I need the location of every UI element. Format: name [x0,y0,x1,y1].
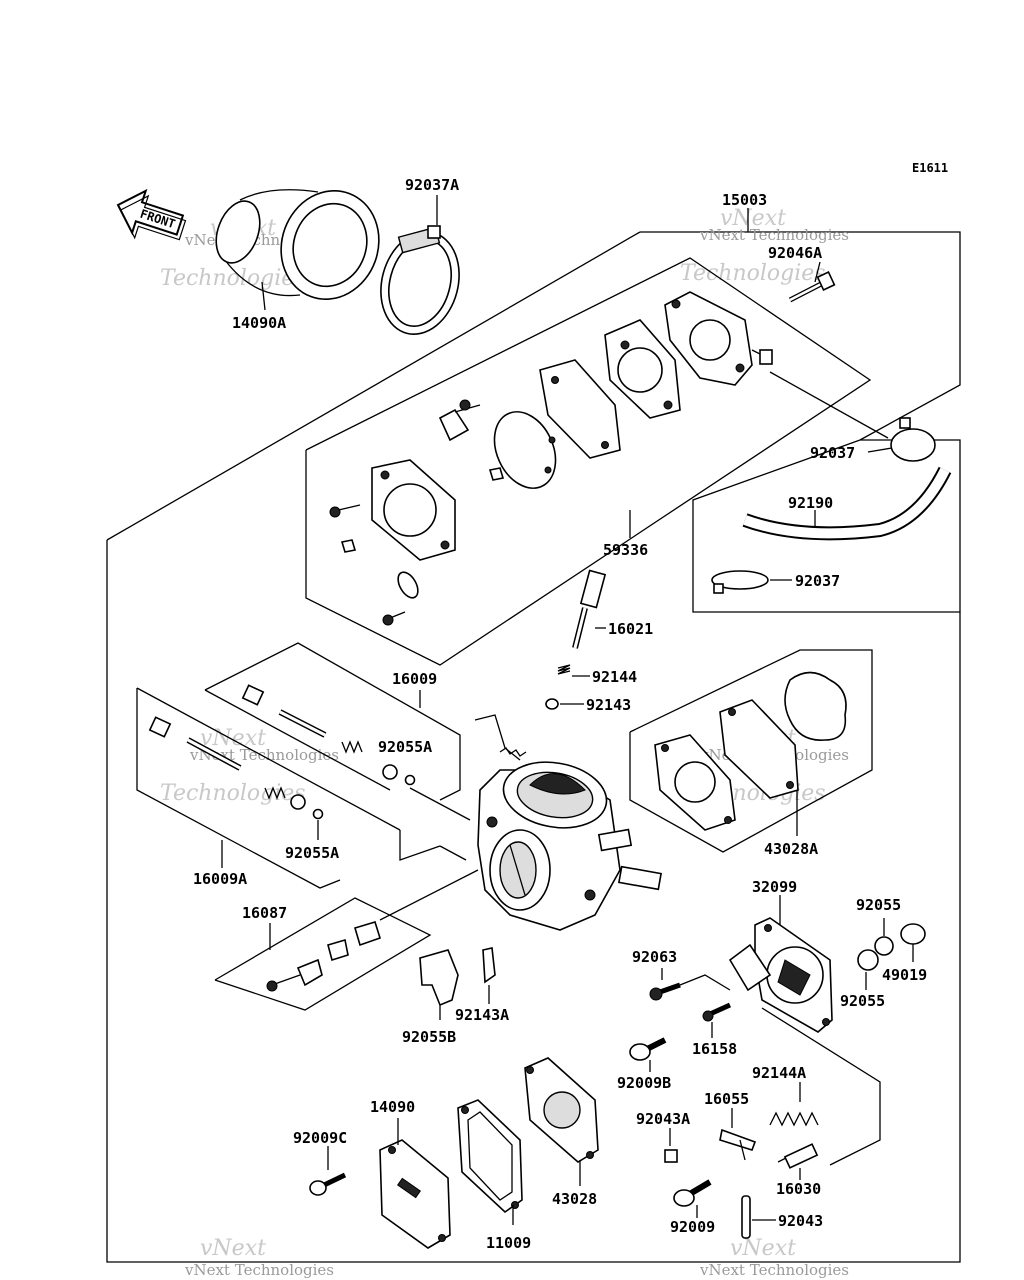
part-label: 32099 [752,878,797,896]
fuel-pump-assembly [305,257,872,666]
part-label: 92055A [378,738,432,756]
part-label: 49019 [882,966,927,984]
front-arrow-icon: FRONT [116,188,187,241]
gasket-part [419,949,459,1007]
part-label: 16030 [776,1180,821,1198]
pin-part [741,1195,751,1239]
pump-diaphragm-set [629,649,873,853]
watermark-text: vNext [200,1236,266,1261]
screw-part [629,1037,667,1061]
part-label: 16087 [242,904,287,922]
part-label: 92037A [405,176,459,194]
watermark-text: vNext Technologies [184,1261,334,1279]
part-label: 92046A [768,244,822,262]
part-label: 92144 [592,668,637,686]
diaphragm-part [524,1057,599,1163]
diagram-code: E1611 [912,161,948,175]
part-label: 92190 [788,494,833,512]
carburetor-body-part [474,714,663,931]
part-label: 92043A [636,1110,690,1128]
watermark-text: vNext [200,726,266,751]
hose-clamp-part [380,225,460,335]
watermark-text: vNext [730,1236,796,1261]
part-label: 16021 [608,620,653,638]
part-label: 92009B [617,1074,671,1092]
part-label: 92009C [293,1129,347,1147]
pilot-screw-set [204,642,461,801]
part-label: 92144A [752,1064,806,1082]
watermark-text: vNext Technologies [699,1261,849,1279]
throttle-stop-screw-part [572,569,607,649]
spring-part [769,1111,819,1127]
intake-boot-part [215,189,380,301]
part-label: 43028A [764,840,818,858]
part-label: 15003 [722,191,767,209]
screw-part [702,1002,732,1022]
part-label: 92055B [402,1028,456,1046]
part-label: 92063 [632,948,677,966]
throttle-shaft-parts [214,869,479,1011]
plug-part [664,1149,678,1163]
part-label: 92055 [856,896,901,914]
part-label: 14090A [232,314,286,332]
gasket-part [457,1099,523,1214]
watermark-text: Technologies [680,261,826,286]
part-label: 16009A [193,870,247,888]
fuel-hose-part [711,417,952,594]
screw-part [649,982,681,1001]
part-label: 92055 [840,992,885,1010]
part-label: 92143 [586,696,631,714]
spring-part [557,664,571,675]
part-label: 92037 [795,572,840,590]
pump-cover-part [379,1139,451,1249]
lever-part [719,1128,757,1161]
choke-lever-assembly [728,917,833,1033]
part-label: 11009 [486,1234,531,1252]
part-label: 43028 [552,1190,597,1208]
part-label: 16009 [392,670,437,688]
watermark-text: vNext Technologies [699,226,849,244]
part-label: 14090 [370,1098,415,1116]
part-label: 92055A [285,844,339,862]
screw-part [788,271,836,303]
part-label: 92043 [778,1212,823,1230]
needle-valve-part [777,1143,819,1169]
screw-part [673,1179,712,1207]
plate-part [482,947,496,984]
screw-part [309,1172,347,1196]
mixture-screw-set [136,687,441,889]
part-label: 59336 [603,541,648,559]
part-label: 92009 [670,1218,715,1236]
part-label: 92037 [810,444,855,462]
assembly-frame [106,231,961,1263]
part-label: 92143A [455,1006,509,1024]
part-label: 16055 [704,1090,749,1108]
watermark-text: vNext [720,206,786,231]
watermark-text: Technologies [160,781,306,806]
part-label: 16158 [692,1040,737,1058]
